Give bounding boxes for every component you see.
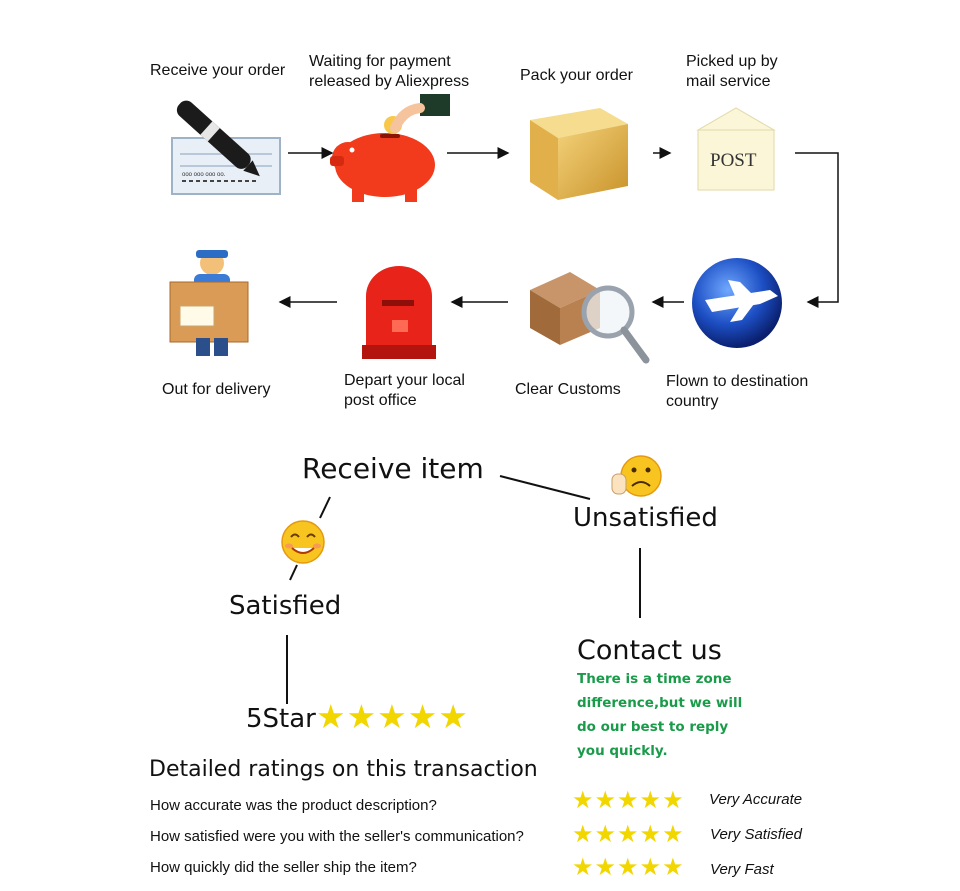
- step-flown-label: Flown to destination country: [666, 373, 809, 410]
- rating-question-communication: How satisfied were you with the seller's…: [150, 828, 524, 845]
- rating-stars-shipping: ★★★★★: [572, 854, 685, 881]
- step-picked-up-label: Picked up by mail service: [686, 53, 778, 90]
- step-depart-post-label: Depart your local post office: [344, 372, 465, 409]
- rating-question-shipping: How quickly did the seller ship the item…: [150, 859, 417, 876]
- contact-note-line: difference,but we will: [577, 695, 743, 711]
- contact-note-line: do our best to reply: [577, 719, 729, 735]
- contact-us-label: Contact us: [577, 635, 722, 666]
- step-receive-order-label: Receive your order: [150, 62, 286, 79]
- rating-answer-communication: Very Satisfied: [710, 826, 802, 843]
- rating-answer-shipping: Very Fast: [710, 861, 774, 878]
- courier-with-package-icon: [169, 250, 249, 356]
- check-with-pen-icon: [171, 100, 281, 195]
- sad-face-icon: [611, 455, 662, 497]
- step-pack-order-label: Pack your order: [520, 67, 633, 84]
- ratings-title: Detailed ratings on this transaction: [149, 757, 538, 782]
- piggy-bank-icon: [330, 94, 450, 202]
- post-stamp-text: POST: [710, 150, 757, 171]
- flow-connectors: [278, 147, 839, 308]
- customs-box-magnifier-icon: [530, 272, 650, 364]
- receive-item-label: Receive item: [302, 452, 484, 485]
- five-star-rating: ★★★★★: [316, 698, 469, 735]
- happy-face-icon: [281, 520, 325, 564]
- feedback-connectors: [286, 475, 641, 704]
- step-out-for-delivery-label: Out for delivery: [162, 381, 271, 398]
- package-box-icon: [530, 108, 628, 200]
- contact-note-line: you quickly.: [577, 743, 668, 759]
- contact-note: There is a time zone difference,but we w…: [577, 667, 742, 763]
- step-clear-customs-label: Clear Customs: [515, 381, 621, 398]
- rating-stars-communication: ★★★★★: [572, 821, 685, 848]
- step-waiting-payment-label: Waiting for payment released by Aliexpre…: [309, 53, 470, 90]
- mailbox-icon: [362, 266, 436, 359]
- rating-stars-accuracy: ★★★★★: [572, 787, 685, 814]
- rating-answer-accuracy: Very Accurate: [709, 791, 803, 808]
- envelope-post-icon: [696, 107, 776, 191]
- check-text: ooo ooo ooo oo.: [182, 172, 226, 178]
- satisfied-label: Satisfied: [229, 591, 342, 621]
- contact-note-line: There is a time zone: [577, 671, 732, 687]
- five-star-label: 5Star: [246, 704, 316, 734]
- unsatisfied-label: Unsatisfied: [573, 503, 718, 533]
- globe-airplane-icon: [692, 258, 782, 348]
- rating-question-accuracy: How accurate was the product description…: [150, 797, 437, 814]
